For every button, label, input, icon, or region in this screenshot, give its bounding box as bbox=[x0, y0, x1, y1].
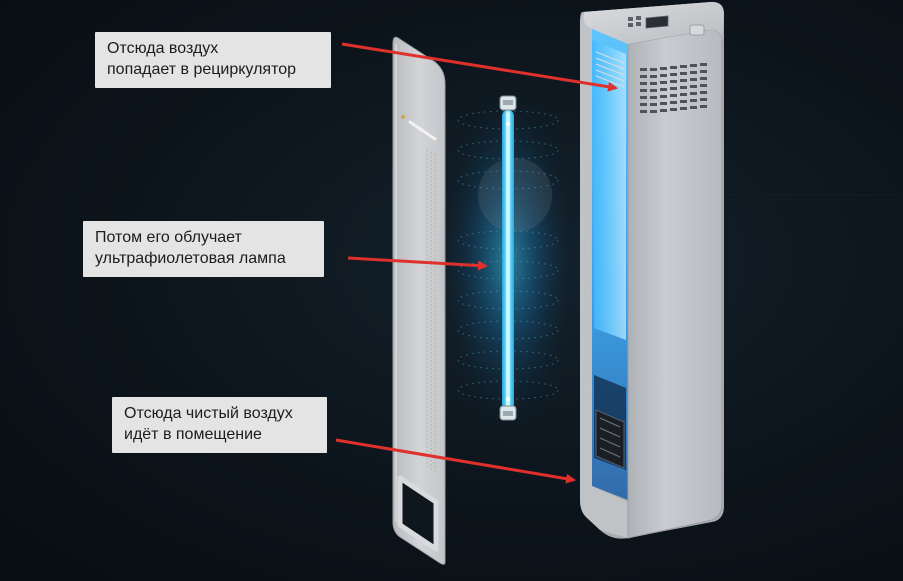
callout-clean-air-out-line2: идёт в помещение bbox=[124, 426, 262, 443]
callout-arrows bbox=[335, 42, 618, 484]
callout-uv-lamp-line1: Потом его облучает bbox=[95, 229, 242, 246]
air-intake-grille bbox=[640, 63, 707, 113]
interior-top-grille bbox=[595, 51, 625, 88]
uv-lamp bbox=[438, 75, 578, 445]
callout-air-intake-line2: попадает в рециркулятор bbox=[107, 61, 297, 78]
callout-clean-air-out: Отсюда чистый воздух идёт в помещение bbox=[112, 397, 327, 453]
front-cover-panel bbox=[392, 36, 446, 565]
fan-unit bbox=[595, 409, 625, 469]
callout-uv-lamp-line2: ультрафиолетовая лампа bbox=[95, 250, 286, 267]
callout-air-intake: Отсюда воздух попадает в рециркулятор bbox=[95, 32, 331, 88]
callout-air-intake-line1: Отсюда воздух bbox=[107, 40, 219, 57]
callout-clean-air-out-line1: Отсюда чистый воздух bbox=[124, 405, 293, 422]
callout-uv-lamp: Потом его облучает ультрафиолетовая ламп… bbox=[83, 221, 324, 277]
arrow-uv-lamp bbox=[347, 256, 488, 271]
recirculator-body bbox=[580, 1, 724, 539]
arrow-air-intake bbox=[341, 42, 618, 92]
panel-perforation bbox=[426, 150, 436, 474]
arrow-clean-air-out bbox=[335, 438, 576, 484]
control-display bbox=[628, 15, 705, 36]
